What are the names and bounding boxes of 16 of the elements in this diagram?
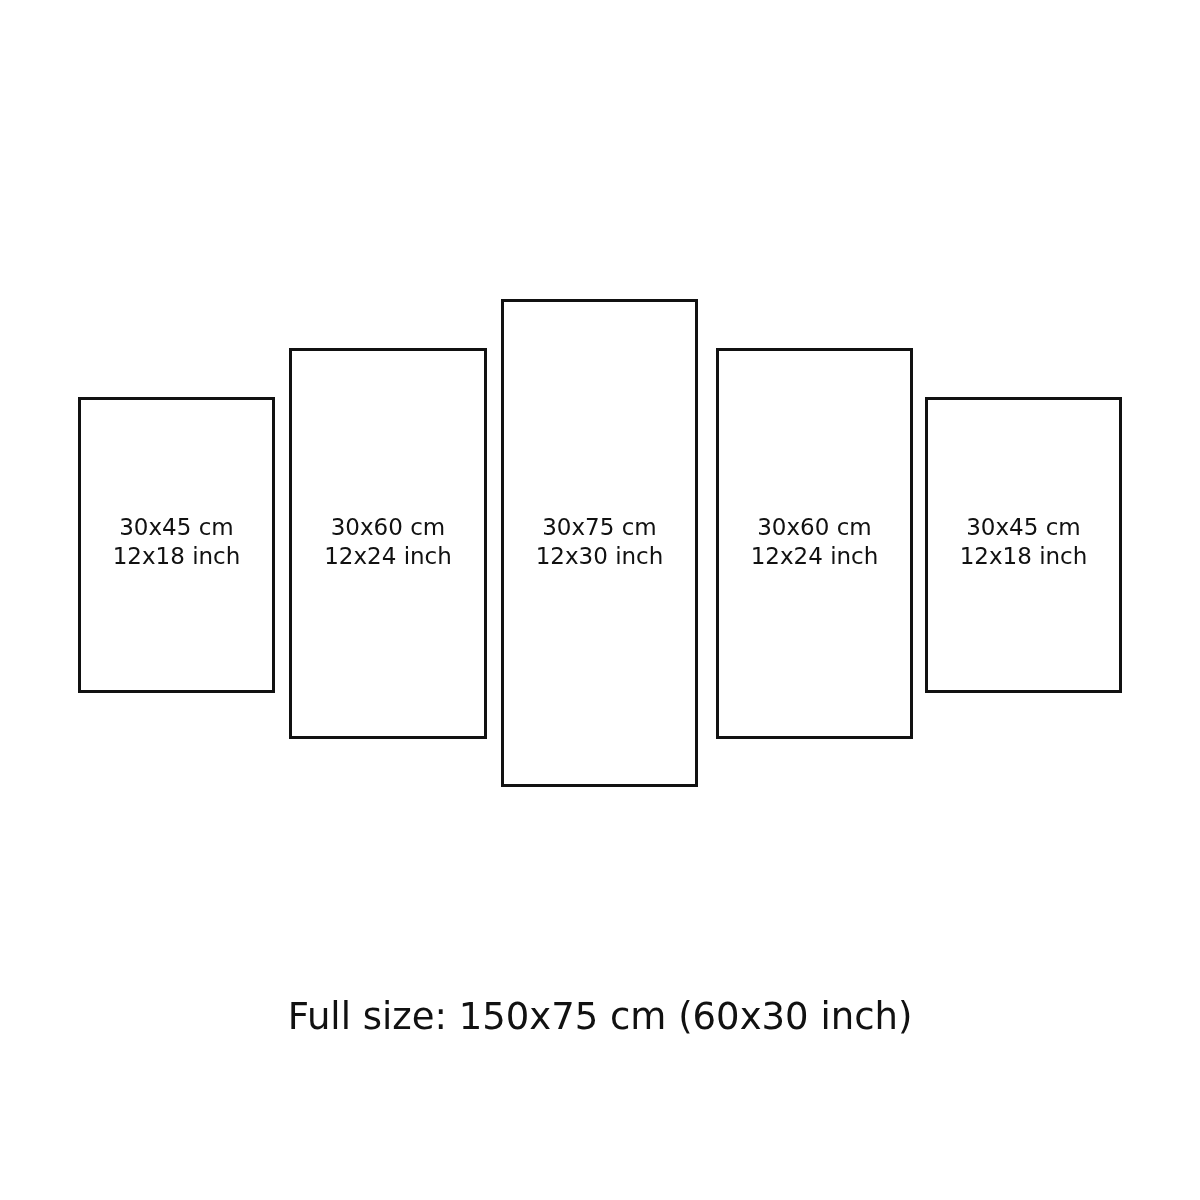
panel-outline	[925, 397, 1122, 693]
panel-outline	[501, 299, 698, 787]
caption: Full size: 150x75 cm (60x30 inch)	[287, 995, 913, 1038]
size-label: 12x24 inch	[324, 542, 452, 571]
size-label: 12x30 inch	[535, 542, 664, 571]
size-label: 12x24 inch	[750, 542, 879, 571]
size-label: 30x45 cm	[966, 513, 1081, 542]
panel-outline	[78, 397, 275, 693]
size-label: 12x18 inch	[959, 542, 1088, 571]
size-label: 30x60 cm	[757, 513, 872, 542]
size-label: 12x18 inch	[112, 542, 241, 571]
size-label: 30x60 cm	[330, 513, 446, 542]
size-label: 30x75 cm	[542, 513, 657, 542]
panel-outline	[289, 348, 487, 739]
size-label: 30x45 cm	[119, 513, 234, 542]
panel-outline	[716, 348, 913, 739]
